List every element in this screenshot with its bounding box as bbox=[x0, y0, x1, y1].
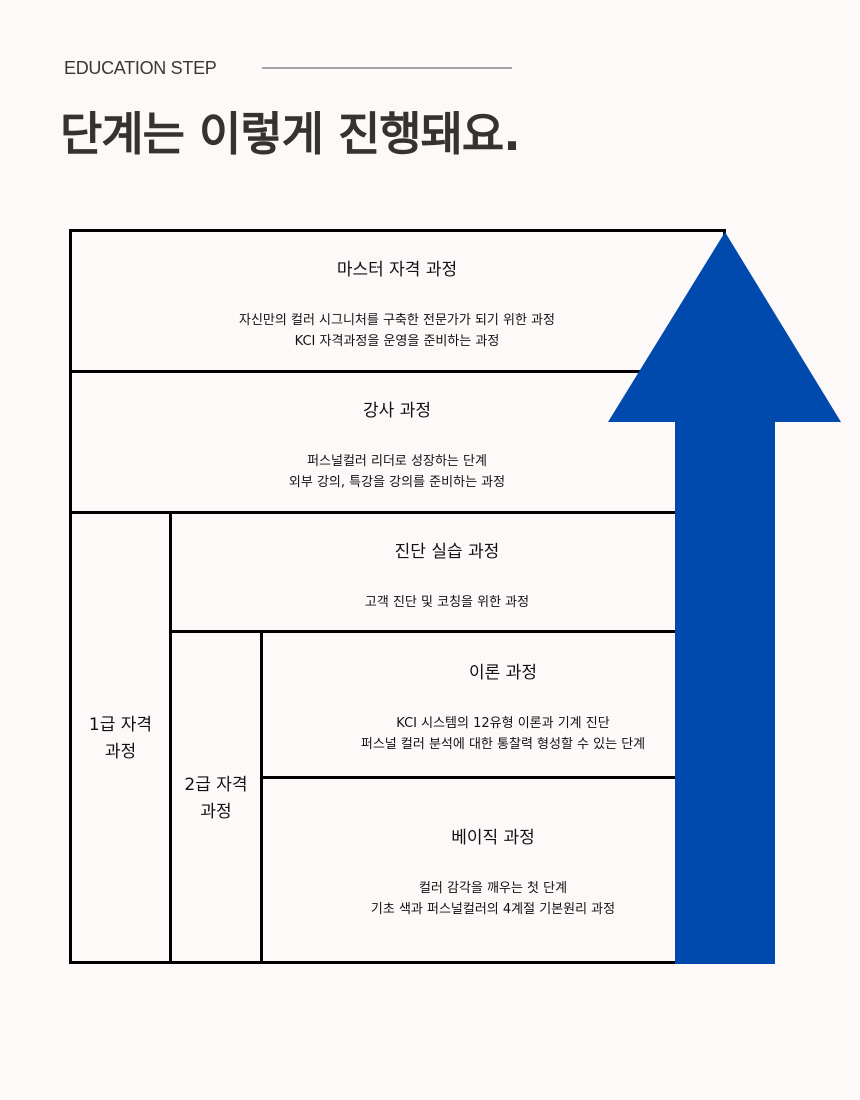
step-title: 진단 실습 과정 bbox=[394, 542, 500, 562]
group-label: 과정 bbox=[104, 742, 137, 762]
box-border-bottom bbox=[69, 961, 726, 964]
group-label: 2급 자격 bbox=[184, 775, 248, 795]
group-label: 1급 자격 bbox=[88, 715, 153, 735]
step-title: 마스터 자격 과정 bbox=[336, 260, 458, 280]
column-divider bbox=[169, 511, 172, 964]
step-description: 기초 색과 퍼스널컬러의 4계절 기본원리 과정 bbox=[370, 902, 616, 917]
eyebrow-label: EDUCATION STEP bbox=[64, 58, 217, 78]
row-divider bbox=[69, 511, 726, 514]
step-title: 이론 과정 bbox=[469, 663, 537, 683]
step-title: 베이직 과정 bbox=[451, 828, 535, 848]
step-title: 강사 과정 bbox=[363, 401, 431, 421]
step-description: 퍼스널컬러 리더로 성장하는 단계 bbox=[307, 454, 487, 469]
divider bbox=[262, 67, 512, 69]
step-description: KCI 시스템의 12유형 이론과 기계 진단 bbox=[396, 716, 610, 731]
step-diagnosis-practice: 진단 실습 과정 고객 진단 및 코칭을 위한 과정 bbox=[172, 537, 722, 613]
group-label: 과정 bbox=[200, 802, 232, 822]
column-divider bbox=[260, 630, 263, 964]
group-level1: 1급 자격 과정 bbox=[72, 712, 169, 766]
step-description: 컬러 감각을 깨우는 첫 단계 bbox=[418, 881, 568, 896]
progress-arrow bbox=[608, 232, 841, 964]
step-description: KCI 자격과정을 운영을 준비하는 과정 bbox=[294, 334, 500, 349]
step-description: 자신만의 컬러 시그니처를 구축한 전문가가 되기 위한 과정 bbox=[239, 313, 555, 328]
step-master: 마스터 자격 과정 자신만의 컬러 시그니처를 구축한 전문가가 되기 위한 과… bbox=[72, 255, 722, 352]
row-divider bbox=[69, 370, 726, 373]
box-border-left bbox=[69, 229, 72, 964]
box-border-top bbox=[69, 229, 726, 232]
step-theory: 이론 과정 KCI 시스템의 12유형 이론과 기계 진단 퍼스널 컬러 분석에… bbox=[263, 658, 743, 755]
page-title: 단계는 이렇게 진행돼요. bbox=[60, 107, 521, 161]
group-level2: 2급 자격 과정 bbox=[172, 772, 260, 826]
row-divider bbox=[262, 776, 726, 779]
step-description: 외부 강의, 특강을 강의를 준비하는 과정 bbox=[288, 475, 506, 490]
row-divider bbox=[170, 630, 726, 633]
step-basic: 베이직 과정 컬러 감각을 깨우는 첫 단계 기초 색과 퍼스널컬러의 4계절 … bbox=[263, 823, 723, 920]
step-description: 퍼스널 컬러 분석에 대한 통찰력 형성할 수 있는 단계 bbox=[360, 737, 646, 752]
step-description: 고객 진단 및 코칭을 위한 과정 bbox=[364, 595, 530, 610]
step-instructor: 강사 과정 퍼스널컬러 리더로 성장하는 단계 외부 강의, 특강을 강의를 준… bbox=[72, 396, 722, 493]
